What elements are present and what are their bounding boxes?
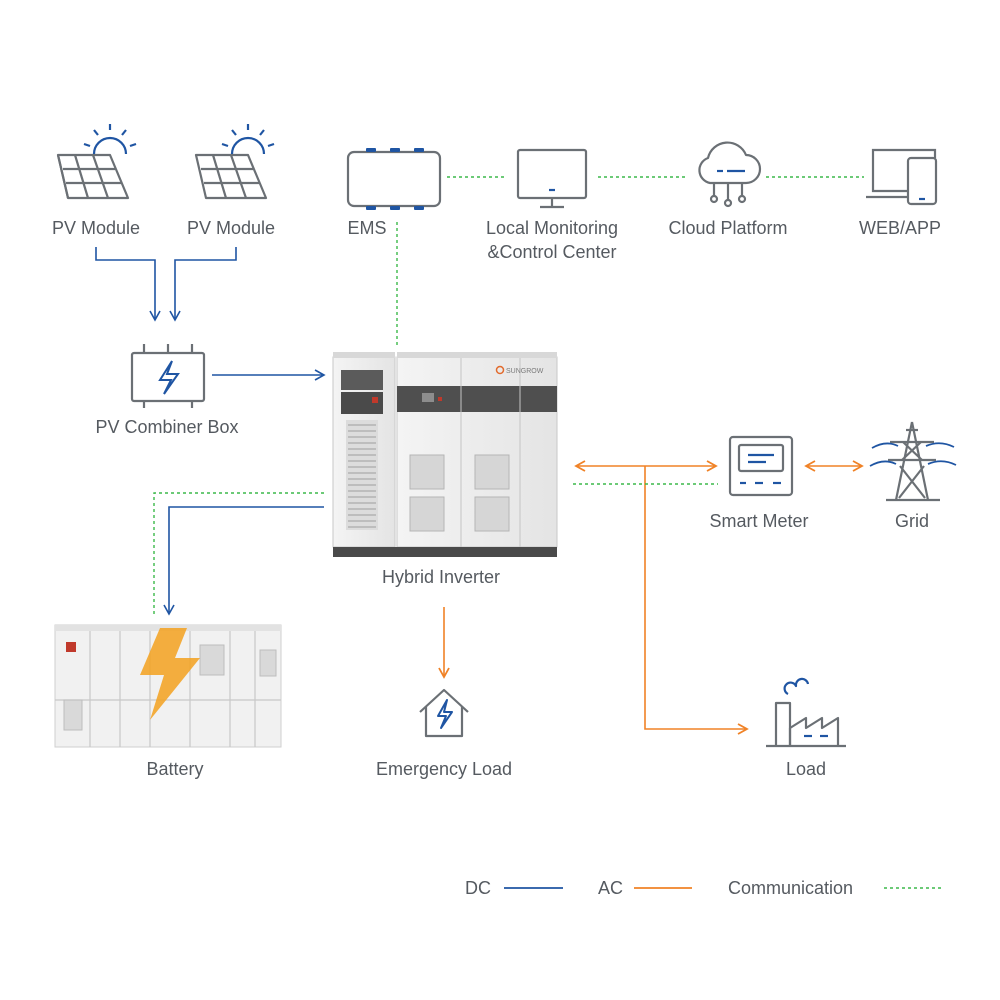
battery-bolt-icon bbox=[140, 628, 200, 720]
comm-line-inverter-battery bbox=[153, 492, 324, 614]
inverter-brand-text: SUNGROW bbox=[506, 368, 544, 375]
pv-module-2-icon bbox=[194, 124, 275, 200]
smart-meter-icon bbox=[728, 435, 794, 497]
dc-line-pv2-to-combiner bbox=[169, 247, 237, 322]
monitor-icon bbox=[516, 148, 588, 209]
battery-label: Battery bbox=[146, 759, 204, 779]
pv-module-2-label: PV Module bbox=[186, 218, 276, 238]
emergency-load-label: Emergency Load bbox=[375, 759, 513, 779]
load-factory-icon bbox=[766, 677, 846, 748]
hybrid-inverter-label: Hybrid Inverter bbox=[381, 567, 501, 587]
pv-combiner-box-label: PV Combiner Box bbox=[95, 417, 239, 437]
legend-ac-label: AC bbox=[598, 878, 624, 898]
pv-combiner-box-icon bbox=[130, 344, 206, 408]
emergency-load-house-icon bbox=[419, 688, 469, 738]
communication-connections bbox=[153, 176, 864, 614]
legend-communication-label: Communication bbox=[728, 878, 854, 898]
cloud-platform-label: Cloud Platform bbox=[668, 218, 788, 238]
dc-line-inverter-battery bbox=[163, 506, 324, 616]
pv-module-1-icon bbox=[56, 124, 137, 200]
battery-container-image bbox=[54, 624, 282, 748]
dc-line-pv1-to-combiner bbox=[95, 247, 161, 322]
ac-connections bbox=[438, 460, 864, 735]
web-app-devices-icon bbox=[866, 148, 938, 206]
cloud-icon bbox=[698, 141, 762, 208]
hybrid-inverter-image: SUNGROW bbox=[332, 352, 558, 557]
local-monitoring-label-line2: &Control Center bbox=[487, 242, 617, 262]
web-app-label: WEB/APP bbox=[858, 218, 942, 238]
pv-module-1-label: PV Module bbox=[51, 218, 141, 238]
ems-label: EMS bbox=[347, 218, 387, 238]
dc-connections bbox=[95, 247, 326, 616]
grid-tower-icon bbox=[869, 421, 957, 502]
local-monitoring-label-line1: Local Monitoring bbox=[485, 218, 619, 238]
ac-line-to-load bbox=[644, 466, 749, 735]
smart-meter-label: Smart Meter bbox=[709, 511, 809, 531]
legend-dc-label: DC bbox=[465, 878, 491, 898]
load-label: Load bbox=[785, 759, 827, 779]
ems-icon bbox=[346, 148, 442, 210]
grid-label: Grid bbox=[894, 511, 930, 531]
